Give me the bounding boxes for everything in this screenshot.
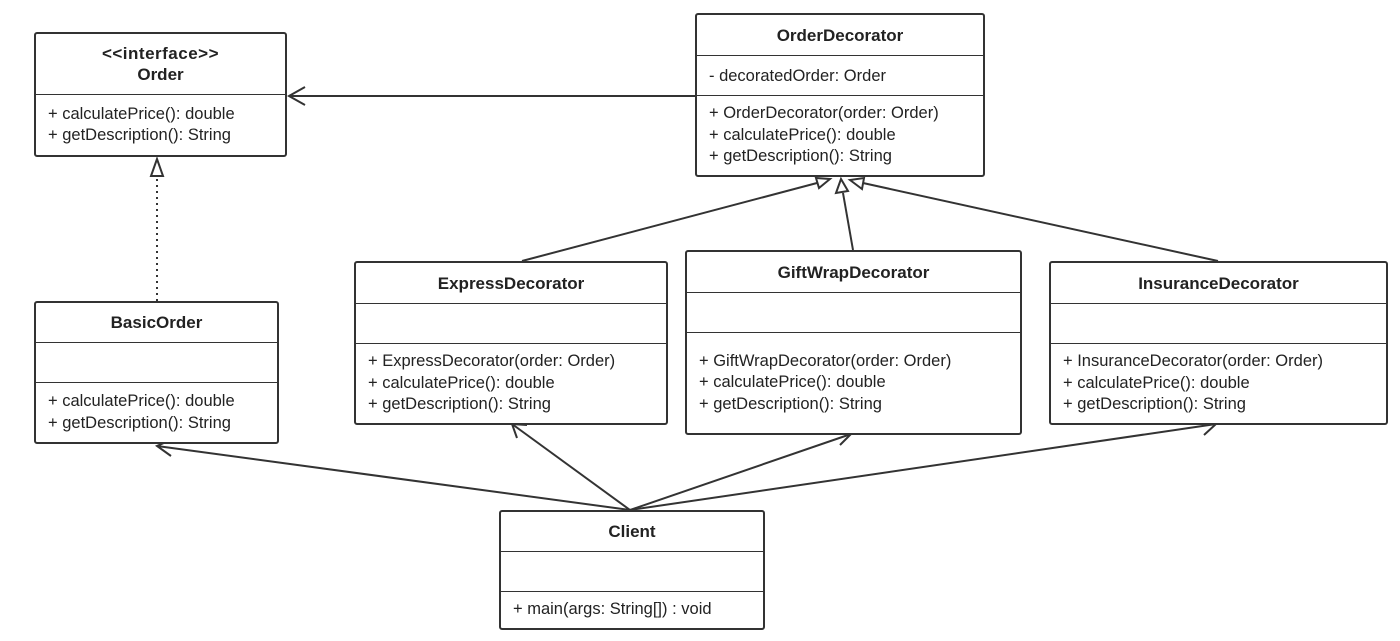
class-order: <<interface>> Order + calculatePrice(): …: [34, 32, 287, 157]
stereotype-label: <<interface>>: [101, 44, 220, 63]
operations-compartment: + calculatePrice(): double + getDescript…: [36, 95, 285, 155]
attributes-compartment: [1051, 304, 1386, 344]
operation: + GiftWrapDecorator(order: Order): [699, 351, 952, 370]
generalization-giftwrap-orderdecorator: [842, 192, 854, 251]
operation: + getDescription(): String: [1063, 395, 1246, 414]
operation: + InsuranceDecorator(order: Order): [1063, 352, 1323, 371]
class-order-decorator: OrderDecorator - decoratedOrder: Order +…: [695, 13, 985, 177]
generalization-arrowhead-giftwrap: [834, 176, 850, 195]
operations-compartment: + OrderDecorator(order: Order) + calcula…: [697, 96, 983, 175]
generalization-arrowhead-express: [814, 176, 833, 190]
operation: + OrderDecorator(order: Order): [709, 104, 939, 123]
dependency-client-insurance: [629, 423, 1217, 511]
attributes-compartment: - decoratedOrder: Order: [697, 56, 983, 96]
operations-compartment: + GiftWrapDecorator(order: Order) + calc…: [687, 333, 1020, 433]
class-basic-order: BasicOrder + calculatePrice(): double + …: [34, 301, 279, 444]
operation: + calculatePrice(): double: [1063, 373, 1250, 392]
attributes-compartment: [356, 304, 666, 344]
class-header: BasicOrder: [36, 303, 277, 343]
class-name: Client: [608, 522, 656, 541]
operations-compartment: + ExpressDecorator(order: Order) + calcu…: [356, 344, 666, 423]
attributes-compartment: [687, 293, 1020, 333]
class-header: Client: [501, 512, 763, 552]
generalization-insurance-orderdecorator: [862, 182, 1219, 262]
attributes-compartment: [36, 343, 277, 383]
class-header: GiftWrapDecorator: [687, 252, 1020, 293]
operation: + getDescription(): String: [368, 395, 551, 414]
class-gift-wrap-decorator: GiftWrapDecorator + GiftWrapDecorator(or…: [685, 250, 1022, 435]
operation: + getDescription(): String: [48, 126, 231, 144]
class-name: ExpressDecorator: [437, 273, 585, 293]
operation: + main(args: String[]) : void: [513, 600, 712, 619]
class-header: OrderDecorator: [697, 15, 983, 56]
operation: + getDescription(): String: [699, 394, 882, 413]
generalization-arrowhead-insurance: [847, 176, 866, 191]
class-name: BasicOrder: [110, 313, 203, 332]
attribute: - decoratedOrder: Order: [709, 66, 886, 85]
operation: + getDescription(): String: [48, 413, 231, 432]
class-client: Client + main(args: String[]) : void: [499, 510, 765, 630]
association-arrowhead: [286, 86, 306, 106]
operation: + calculatePrice(): double: [368, 373, 555, 392]
generalization-express-orderdecorator: [521, 182, 818, 262]
class-header: <<interface>> Order: [36, 34, 285, 95]
class-name: Order: [137, 65, 184, 84]
dependency-client-express: [511, 423, 631, 511]
attributes-compartment: [501, 552, 763, 592]
realization-arrowhead: [149, 155, 165, 177]
operation: + calculatePrice(): double: [48, 104, 235, 123]
class-header: InsuranceDecorator: [1051, 263, 1386, 304]
class-name: GiftWrapDecorator: [777, 262, 930, 282]
dependency-client-basicorder: [156, 445, 631, 511]
operation: + ExpressDecorator(order: Order): [368, 352, 616, 371]
class-name: OrderDecorator: [776, 25, 904, 45]
dependency-client-giftwrap: [629, 433, 852, 511]
operation: + calculatePrice(): double: [709, 125, 896, 144]
class-express-decorator: ExpressDecorator + ExpressDecorator(orde…: [354, 261, 668, 425]
operation: + calculatePrice(): double: [48, 392, 235, 410]
operation: + getDescription(): String: [709, 147, 892, 166]
class-name: InsuranceDecorator: [1138, 273, 1299, 293]
class-insurance-decorator: InsuranceDecorator + InsuranceDecorator(…: [1049, 261, 1388, 425]
operations-compartment: + InsuranceDecorator(order: Order) + cal…: [1051, 344, 1386, 423]
operations-compartment: + main(args: String[]) : void: [501, 592, 763, 628]
operation: + calculatePrice(): double: [699, 373, 886, 392]
class-header: ExpressDecorator: [356, 263, 666, 304]
operations-compartment: + calculatePrice(): double + getDescript…: [36, 383, 277, 442]
